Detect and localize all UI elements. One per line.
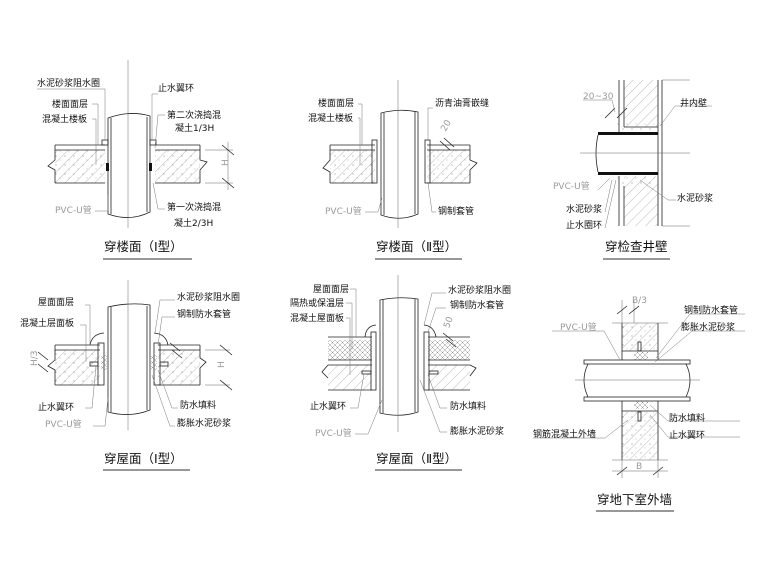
label-pipe: PVC-U管 <box>315 427 352 439</box>
label-pipe: PVC-U管 <box>45 418 82 430</box>
dim-20-30-label: 20~30 <box>583 92 614 102</box>
label-slab: 混凝土楼板 <box>42 113 87 125</box>
label-pipe: PVC-U管 <box>55 204 92 216</box>
panel-manhole-wall: 20~30 井内壁 PVC-U管 水泥砂浆 水泥砂浆 止水圈环 穿检查井壁 <box>553 79 713 260</box>
pvc-pipe <box>379 275 419 432</box>
panel-roof-type-2: 50 屋面面层 隔热或保温层 混凝土屋面板 水泥砂浆阻水圈 钢制防水套管 止水翼… <box>290 275 511 471</box>
dim-20-label: 20 <box>439 118 454 133</box>
label-filler: 防水填料 <box>180 399 216 411</box>
panel-floor-type-2: 20 楼面面层 混凝土楼板 沥青油膏嵌缝 PVC-U管 钢制套管 穿楼面（Ⅱ型） <box>308 80 489 260</box>
label-floor-finish: 楼面面层 <box>52 98 88 110</box>
label-water-ring: 止水圈环 <box>566 219 602 231</box>
label-first-pour-1: 第一次浇捣混 <box>167 201 221 213</box>
label-slab: 混凝土层面板 <box>20 317 74 329</box>
label-steel-sleeve: 钢制防水套管 <box>684 304 738 316</box>
label-steel-sleeve: 钢制防水套管 <box>177 308 231 320</box>
label-first-pour-2: 凝土2/3H <box>174 217 213 229</box>
label-expansive-mortar: 膨胀水泥砂浆 <box>177 417 231 429</box>
slab <box>321 324 477 391</box>
panel-title: 穿屋面（Ⅰ型） <box>104 451 183 466</box>
label-roof-finish: 屋面面层 <box>313 284 349 295</box>
label-steel-sleeve: 钢制套管 <box>438 205 474 217</box>
dimension-h: H <box>205 142 235 190</box>
dimension-h3: H/3 <box>30 350 49 373</box>
panel-roof-type-1: H/3 H 屋面面层 混凝土层面板 水泥砂浆阻水圈 钢制防水套管 止水翼环 PV… <box>20 280 240 471</box>
label-pipe: PVC-U管 <box>553 180 590 192</box>
label-filler: 防水填料 <box>669 412 705 424</box>
label-second-pour-1: 第二次浇捣混 <box>167 109 221 121</box>
dim-b-label: B <box>636 462 642 472</box>
label-inner-wall: 井内壁 <box>680 97 707 109</box>
label-flange: 止水翼环 <box>669 429 705 441</box>
label-expansive-mortar: 膨胀水泥砂浆 <box>450 425 504 437</box>
dim-h-label: H <box>217 361 227 368</box>
dim-50-label: 50 <box>442 315 455 329</box>
panel-title: 穿楼面（Ⅱ型） <box>376 239 457 254</box>
slab <box>47 332 207 386</box>
pvc-pipe <box>107 280 151 430</box>
dim-b3-label: B/3 <box>632 296 647 306</box>
label-flange: 止水翼环 <box>38 401 74 413</box>
label-mortar-right: 水泥砂浆 <box>677 192 713 204</box>
pvc-pipe <box>106 60 152 228</box>
panel-title: 穿检查井壁 <box>605 239 668 254</box>
label-second-pour-2: 凝土1/3H <box>175 122 214 134</box>
pvc-pipe <box>580 132 690 175</box>
slab <box>47 139 208 184</box>
panel-title: 穿地下室外墙 <box>597 492 672 507</box>
label-asphalt-sealant: 沥青油膏嵌缝 <box>435 97 489 109</box>
pvc-pipe <box>380 80 419 228</box>
label-flange: 止水翼环 <box>158 82 194 94</box>
pvc-pipe <box>575 359 700 402</box>
label-flange: 止水翼环 <box>310 400 346 412</box>
label-slab: 混凝土屋面板 <box>290 312 344 324</box>
label-insulation: 隔热或保温层 <box>290 297 344 309</box>
label-mortar-left: 水泥砂浆 <box>566 203 602 215</box>
panel-title: 穿屋面（Ⅱ型） <box>376 451 457 466</box>
label-steel-sleeve: 钢制防水套管 <box>450 299 504 311</box>
panel-floor-type-1: H 水泥砂浆阻水圈 止水翼环 楼面面层 混凝土楼板 第二次浇捣混 凝土1/3H … <box>37 60 235 260</box>
panel-title: 穿楼面（Ⅰ型） <box>104 239 183 254</box>
label-filler: 防水填料 <box>450 400 486 412</box>
dimension-h: H <box>205 344 233 391</box>
label-pipe: PVC-U管 <box>325 205 362 217</box>
label-expansive-mortar: 膨胀水泥砂浆 <box>681 321 735 333</box>
label-floor-finish: 楼面面层 <box>318 97 354 109</box>
slab <box>322 139 478 184</box>
label-slab: 混凝土楼板 <box>308 112 353 124</box>
label-mortar-ring: 水泥砂浆阻水圈 <box>177 291 240 303</box>
label-wall: 钢筋混凝土外墙 <box>533 428 596 440</box>
wall <box>612 300 668 478</box>
label-pipe: PVC-U管 <box>560 321 597 333</box>
label-roof-finish: 屋面面层 <box>38 297 74 308</box>
label-mortar-ring: 水泥砂浆阻水圈 <box>448 284 511 296</box>
panel-basement-wall: B/3 B 钢制防水套管 PVC-U管 膨胀水泥砂浆 防水填料 钢筋混凝土外墙 … <box>533 296 745 512</box>
dim-h3-label: H/3 <box>30 350 40 366</box>
label-mortar-ring: 水泥砂浆阻水圈 <box>37 77 100 89</box>
dim-h-label: H <box>221 159 231 166</box>
